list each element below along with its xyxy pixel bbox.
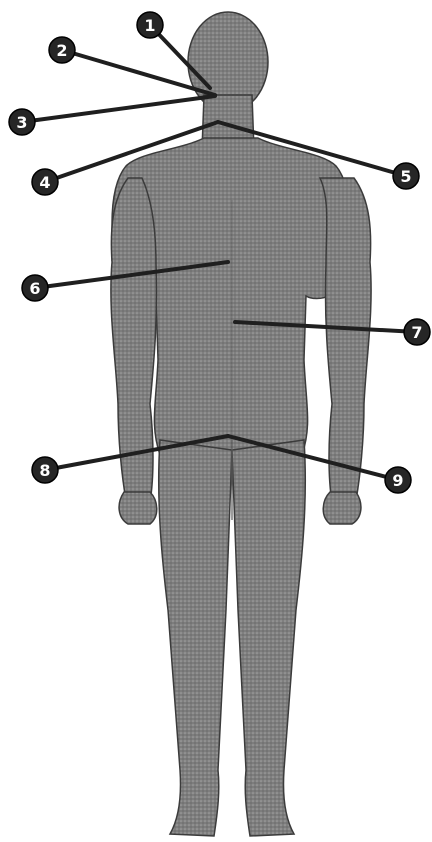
marker-3: 3 (9, 109, 35, 135)
left-hand (119, 492, 157, 524)
marker-label-7: 7 (411, 323, 422, 342)
right-arm (320, 178, 371, 502)
marker-1: 1 (137, 12, 163, 38)
marker-4: 4 (32, 169, 58, 195)
left-leg (159, 440, 232, 836)
leader-line-3 (22, 96, 215, 122)
right-hand (323, 492, 361, 524)
marker-6: 6 (22, 275, 48, 301)
marker-label-2: 2 (56, 41, 67, 60)
marker-5: 5 (393, 163, 419, 189)
right-leg (232, 440, 305, 836)
marker-8: 8 (32, 457, 58, 483)
marker-2: 2 (49, 37, 75, 63)
marker-7: 7 (404, 319, 430, 345)
marker-label-4: 4 (39, 173, 50, 192)
marker-9: 9 (385, 467, 411, 493)
marker-label-5: 5 (400, 167, 411, 186)
marker-label-6: 6 (29, 279, 40, 298)
marker-label-9: 9 (392, 471, 403, 490)
marker-label-1: 1 (144, 16, 155, 35)
marker-label-3: 3 (16, 113, 27, 132)
human-figure-back-view (111, 12, 371, 836)
marker-label-8: 8 (39, 461, 50, 480)
